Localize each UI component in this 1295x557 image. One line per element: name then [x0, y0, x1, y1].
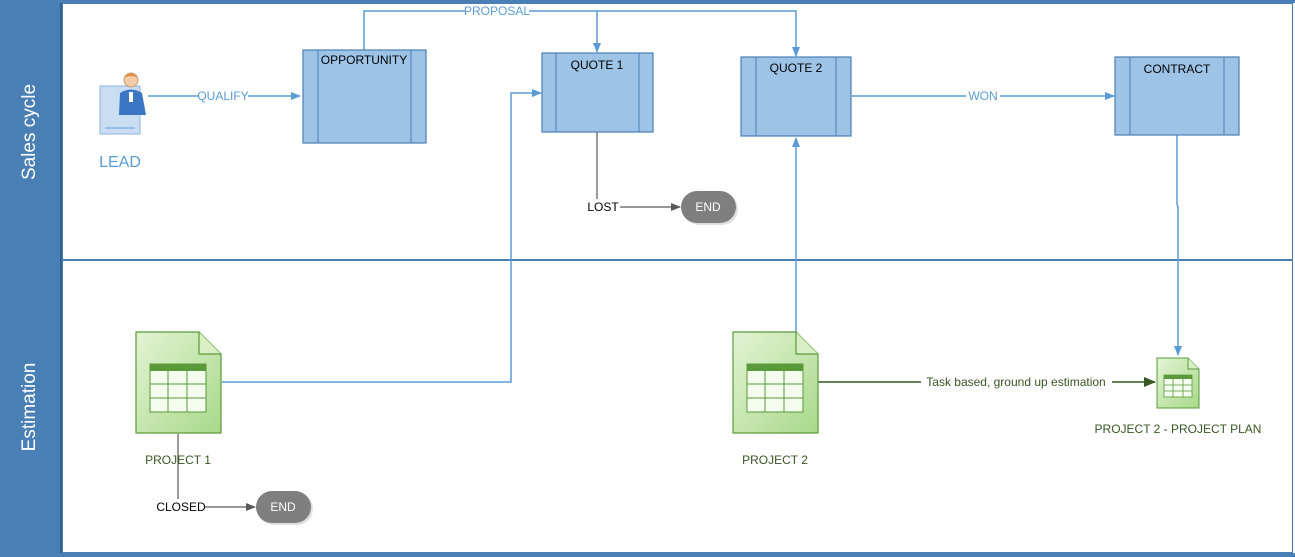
project1-label: PROJECT 1: [145, 453, 211, 467]
edge-project1-quote1: [222, 89, 542, 383]
edge-label-won: WON: [968, 89, 997, 103]
end-node-estimation: END: [256, 491, 313, 525]
project1-node: PROJECT 1: [135, 331, 222, 467]
project2-node: PROJECT 2: [732, 331, 819, 467]
contract-node: CONTRACT: [1114, 56, 1240, 136]
edge-label-qualify: QUALIFY: [197, 89, 248, 103]
opportunity-node: OPPORTUNITY: [302, 49, 427, 144]
spreadsheet-icon: [732, 331, 819, 434]
edge-proposal-quote2: [363, 10, 800, 57]
edge-label-bg: [921, 374, 1112, 389]
lane-header-sales: Sales cycle: [0, 3, 62, 260]
end-node-sales: END: [681, 191, 738, 225]
top-border: [0, 0, 1295, 3]
edge-label-bg: [966, 88, 1000, 103]
edge-label-bg: [198, 88, 248, 103]
end-label-estimation: END: [270, 500, 296, 514]
spreadsheet-icon: [1156, 357, 1200, 409]
edge-label-lost: LOST: [587, 200, 619, 214]
edge-label-bg: [586, 199, 620, 214]
edge-closed: [177, 434, 256, 511]
quote2-label: QUOTE 2: [770, 61, 823, 75]
lead-node: LEAD: [99, 72, 146, 171]
edge-label-bg: [157, 499, 205, 514]
edge-lost: [596, 132, 681, 211]
quote1-label: QUOTE 1: [571, 58, 624, 72]
quote2-node: QUOTE 2: [740, 56, 852, 137]
edge-label-task-based: Task based, ground up estimation: [926, 375, 1105, 389]
lead-label: LEAD: [99, 154, 141, 171]
lane-sales: [62, 3, 1293, 260]
opportunity-label: OPPORTUNITY: [321, 53, 407, 67]
bottom-border: [0, 553, 1295, 557]
spreadsheet-icon: [135, 331, 222, 434]
project2-label: PROJECT 2: [742, 453, 808, 467]
end-label-sales: END: [695, 200, 721, 214]
project-plan-node: PROJECT 2 - PROJECT PLAN: [1095, 357, 1262, 436]
person-icon: [119, 72, 146, 115]
edge-label-proposal: PROPOSAL: [464, 4, 530, 18]
edge-contract-plan: [1174, 135, 1182, 356]
lane-header-estimation: Estimation: [0, 260, 62, 553]
edge-label-bg: [466, 4, 529, 18]
edge-label-closed: CLOSED: [156, 500, 206, 514]
contract-label: CONTRACT: [1144, 62, 1211, 76]
quote1-node: QUOTE 1: [541, 52, 654, 133]
project-plan-label: PROJECT 2 - PROJECT PLAN: [1095, 422, 1262, 436]
